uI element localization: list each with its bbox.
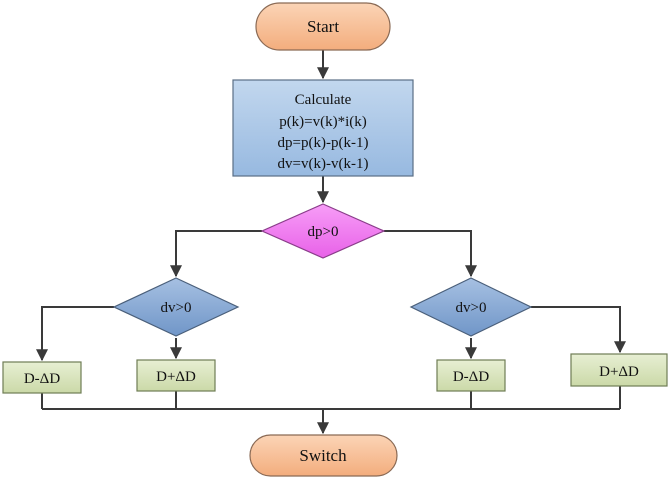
decision-dp-shape	[260, 203, 386, 259]
decision-dv-right-node: dv>0	[409, 277, 533, 337]
action-left-2-node: D+ΔD	[136, 359, 216, 392]
action-right-1-node: D-ΔD	[436, 359, 506, 392]
decision-dp-node: dp>0	[260, 203, 386, 259]
start-label: Start	[307, 17, 339, 36]
action-right-2-shape	[570, 353, 668, 387]
action-left-1-shape	[2, 361, 82, 394]
action-right-2-label: D+ΔD	[599, 364, 639, 380]
switch-label: Switch	[299, 446, 347, 465]
calculate-line-1: Calculate	[295, 92, 352, 108]
calculate-node: Calculate p(k)=v(k)*i(k) dp=p(k)-p(k-1) …	[232, 79, 414, 177]
calculate-line-4: dv=v(k)-v(k-1)	[278, 156, 369, 172]
switch-node: Switch	[249, 434, 398, 477]
action-left-1-label: D-ΔD	[24, 371, 60, 387]
arrow-dp-to-dv-right	[384, 230, 477, 278]
decision-dv-left-node: dv>0	[112, 277, 240, 337]
calculate-process-shape	[232, 79, 414, 177]
decision-dv-left-shape	[112, 277, 240, 337]
arrow-dv-right-to-action-right-2	[531, 306, 626, 354]
action-right-1-label: D-ΔD	[453, 369, 489, 385]
action-left-2-shape	[136, 359, 216, 392]
decision-dv-left-label: dv>0	[161, 300, 192, 316]
arrow-dv-left-to-action-left-1	[36, 306, 114, 362]
action-left-1-node: D-ΔD	[2, 361, 82, 394]
action-right-2-node: D+ΔD	[570, 353, 668, 387]
arrow-dp-to-dv-left	[170, 230, 262, 278]
calculate-line-3: dp=p(k)-p(k-1)	[278, 135, 369, 151]
decision-dv-right-shape	[409, 277, 533, 337]
decision-dv-right-label: dv>0	[456, 300, 487, 316]
action-left-2-label: D+ΔD	[156, 369, 196, 385]
start-terminal-shape	[255, 2, 391, 51]
calculate-line-2: p(k)=v(k)*i(k)	[279, 114, 367, 130]
action-right-1-shape	[436, 359, 506, 392]
decision-dp-label: dp>0	[308, 224, 339, 240]
switch-terminal-shape	[249, 434, 398, 477]
start-node: Start	[255, 2, 391, 51]
connectors	[36, 50, 626, 435]
